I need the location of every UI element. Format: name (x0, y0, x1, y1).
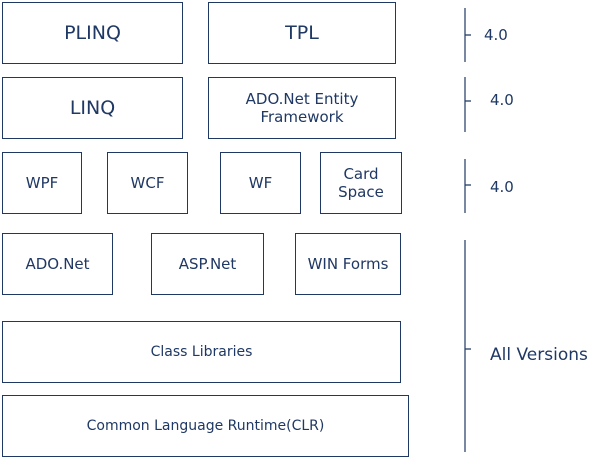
wpf-box: WPF (2, 152, 82, 214)
aspnet-box: ASP.Net (151, 233, 264, 295)
wcf-box: WCF (107, 152, 188, 214)
class-libraries-box: Class Libraries (2, 321, 401, 383)
bracket-all-versions (464, 240, 471, 452)
clr-label: Common Language Runtime(CLR) (86, 417, 325, 434)
class-libraries-label: Class Libraries (150, 343, 253, 360)
version-label-row1: 4.0 (484, 26, 508, 44)
bracket-row1 (464, 8, 471, 62)
bracket-row2 (464, 77, 471, 132)
bracket-row3 (464, 159, 471, 213)
adonet-label: ADO.Net (25, 255, 90, 273)
aspnet-label: ASP.Net (178, 255, 237, 273)
entity-framework-box: ADO.Net Entity Framework (208, 77, 396, 139)
linq-box: LINQ (2, 77, 183, 139)
version-label-all: All Versions (490, 345, 588, 365)
cardspace-box: Card Space (320, 152, 402, 214)
wcf-label: WCF (130, 174, 165, 192)
plinq-label: PLINQ (64, 21, 121, 44)
linq-label: LINQ (69, 96, 116, 119)
adonet-box: ADO.Net (2, 233, 113, 295)
wpf-label: WPF (25, 174, 59, 192)
wf-label: WF (248, 174, 273, 192)
version-label-row3: 4.0 (490, 178, 514, 196)
tpl-box: TPL (208, 2, 396, 64)
version-label-row2: 4.0 (490, 91, 514, 109)
winforms-box: WIN Forms (295, 233, 401, 295)
winforms-label: WIN Forms (307, 255, 389, 273)
cardspace-label: Card Space (338, 165, 384, 201)
wf-box: WF (220, 152, 301, 214)
plinq-box: PLINQ (2, 2, 183, 64)
clr-box: Common Language Runtime(CLR) (2, 395, 409, 457)
tpl-label: TPL (285, 21, 319, 44)
entity-framework-label: ADO.Net Entity Framework (245, 90, 359, 126)
